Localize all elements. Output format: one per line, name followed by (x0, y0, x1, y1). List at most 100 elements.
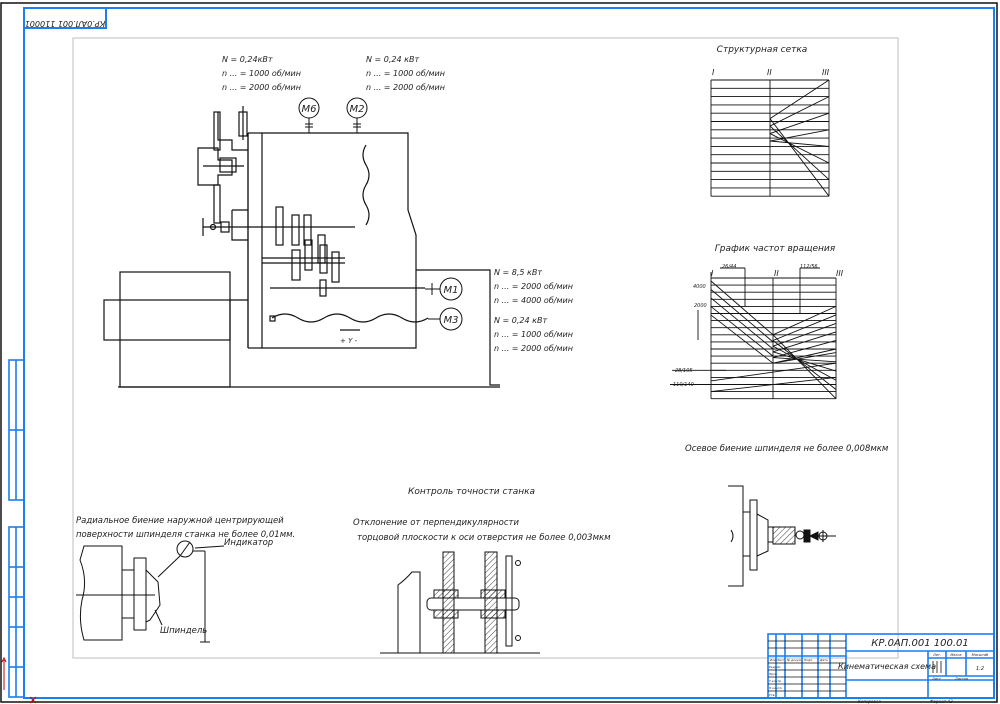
structure-ray (769, 112, 830, 134)
perpendicular-line2: торцовой плоскости к оси отверстия не бо… (357, 533, 611, 543)
perpendicular-line1: Отклонение от перпендикулярности (353, 518, 520, 528)
speed-chart: График частот вращения I II III 26/44 11… (670, 244, 844, 400)
footer-copied: Копировал (858, 699, 881, 704)
motor-m2-power: N = 0,24 кВт (366, 55, 420, 64)
speed-ray (772, 334, 837, 400)
title-block (767, 633, 995, 699)
motor-m1-n1: n ... = 2000 об/мин (494, 282, 573, 291)
perpendicular-sketch (380, 551, 540, 654)
role-change: Изм. (770, 658, 777, 662)
speed-ray (710, 297, 774, 350)
radial-runout-sketch (76, 540, 225, 643)
ratio-label-left-1: 28/105 (675, 368, 693, 374)
motor-m3-power: N = 0,24 кВт (494, 316, 548, 325)
axis-y-label: + Y - (340, 337, 358, 345)
side-stamp (8, 359, 25, 698)
top-stamp-text: КР.0АЛ.001 110001 (25, 19, 106, 28)
motor-m2: M2 (346, 97, 368, 133)
title-block-mass: Масса (950, 653, 961, 657)
row-ncontrol: Н.контр. (769, 686, 782, 690)
motor-m3-label: M3 (444, 315, 459, 326)
motor-m1-power: N = 8,5 кВт (494, 268, 543, 277)
structure-ray (769, 140, 830, 147)
structure-shaft-2: II (767, 68, 772, 77)
motor-m6-specs: N = 0,24кВт n ... = 1000 об/мин n ... = … (222, 53, 301, 95)
radial-runout-line1: Радиальное биение наружной центрирующей (76, 516, 284, 526)
speed-ray (772, 314, 837, 341)
title-block-sheet: Лист (931, 677, 942, 681)
motor-m2-n1: n ... = 1000 об/мин (366, 69, 445, 78)
title-block-sheets: Листов (954, 677, 968, 681)
speed-shaft-2: II (774, 269, 779, 278)
speed-ray (710, 314, 774, 364)
ratio-label-top-1: 26/44 (722, 264, 736, 270)
row-checker: Пров. (769, 672, 778, 676)
radial-runout-line2: поверхности шпинделя станка не более 0,0… (76, 530, 296, 540)
motor-m1-label: M1 (444, 285, 459, 296)
structure-ray (769, 133, 830, 164)
footer-format: Формат A3 (930, 699, 953, 704)
motor-m3-n1: n ... = 1000 об/мин (494, 330, 573, 339)
structure-ray (769, 125, 830, 180)
structure-grid: Структурная сетка I II III (710, 45, 830, 197)
structure-shaft-3: III (822, 68, 830, 77)
motor-m2-label: M2 (350, 104, 365, 115)
role-date: Дата (819, 658, 828, 662)
speed-chart-title: График частот вращения (715, 244, 836, 254)
role-sheet: Лист (776, 658, 785, 662)
motor-m1-n2: n ... = 4000 об/мин (494, 296, 573, 305)
title-block-lit: Лит. (932, 653, 941, 657)
speed-shaft-1: I (711, 269, 714, 278)
view-area (72, 37, 899, 659)
radial-runout-text: Радиальное биение наружной центрирующей … (76, 514, 295, 542)
motor-m3-specs: N = 0,24 кВт n ... = 1000 об/мин n ... =… (494, 314, 573, 356)
motor-m6-n1: n ... = 1000 об/мин (222, 69, 301, 78)
speed-shaft-3: III (836, 269, 844, 278)
structure-grid-title: Структурная сетка (717, 45, 808, 55)
structure-ray (769, 96, 830, 127)
speed-ray (710, 289, 774, 343)
axial-runout-sketch (728, 485, 836, 587)
structure-shaft-1: I (712, 68, 715, 77)
spindle-label: Шпиндель (160, 626, 208, 636)
axis-marker (1, 656, 37, 704)
axial-runout-text: Осевое биение шпинделя не более 0,008мкм (685, 444, 889, 454)
speed-ray (772, 357, 837, 363)
kinematic-scheme (103, 106, 500, 388)
structure-ray (769, 129, 830, 142)
speed-ray (772, 352, 837, 364)
structure-ray (769, 118, 830, 197)
accuracy-title: Контроль точности станка (408, 487, 536, 497)
ratio-label-top-2: 112/56 (800, 264, 818, 270)
row-developer: Разраб. (769, 665, 781, 669)
top-stamp-box (23, 7, 107, 29)
speed-ray (772, 305, 837, 336)
indicator-label: Индикатор (224, 538, 274, 548)
motor-m1: M1 (425, 277, 463, 301)
motor-m3-n2: n ... = 2000 об/мин (494, 344, 573, 353)
motor-m6-n2: n ... = 2000 об/мин (222, 83, 301, 92)
row-approved: Утв. (769, 693, 775, 697)
motor-m6-power: N = 0,24кВт (222, 55, 273, 64)
speed-ray (710, 306, 774, 357)
structure-ray (769, 79, 830, 119)
speed-value-2000: 2000 (694, 303, 707, 309)
role-sign: Подп. (804, 658, 813, 662)
title-block-scale: 1:2 (976, 666, 984, 672)
title-block-name: Кинематическая схема (838, 662, 936, 671)
title-block-scale-label: Масштаб (972, 653, 989, 657)
motor-m6-label: M6 (302, 104, 317, 115)
motor-m2-n2: n ... = 2000 об/мин (366, 83, 445, 92)
ratio-label-left-2: 110/140 (673, 382, 694, 388)
speed-ray (772, 340, 837, 358)
gearbox-housing (261, 132, 417, 349)
motor-m2-specs: N = 0,24 кВт n ... = 1000 об/мин n ... =… (366, 53, 445, 95)
role-docnum: № докум. (786, 658, 802, 662)
speed-ray (772, 345, 837, 381)
title-block-rows (768, 640, 942, 692)
speed-ray (710, 280, 774, 336)
row-tcontrol: Т.контр. (769, 679, 782, 683)
speed-value-4000: 4000 (693, 284, 706, 290)
